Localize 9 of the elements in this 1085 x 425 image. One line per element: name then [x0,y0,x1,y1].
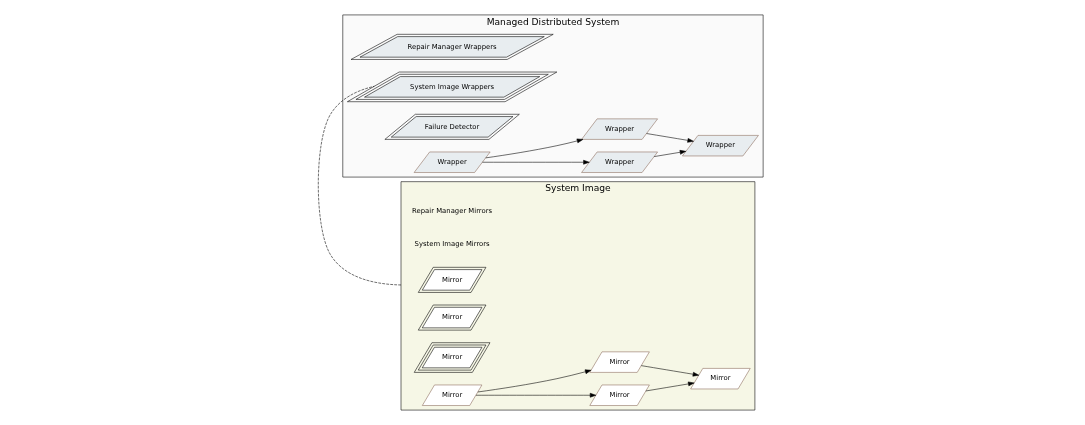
connector [317,86,401,286]
arrow [645,381,694,392]
arrow [640,365,699,377]
arrow [481,159,590,165]
arrow [484,138,583,159]
arrow [653,150,686,157]
arrow [645,133,694,143]
arrow [475,392,596,398]
arrow [477,369,591,393]
